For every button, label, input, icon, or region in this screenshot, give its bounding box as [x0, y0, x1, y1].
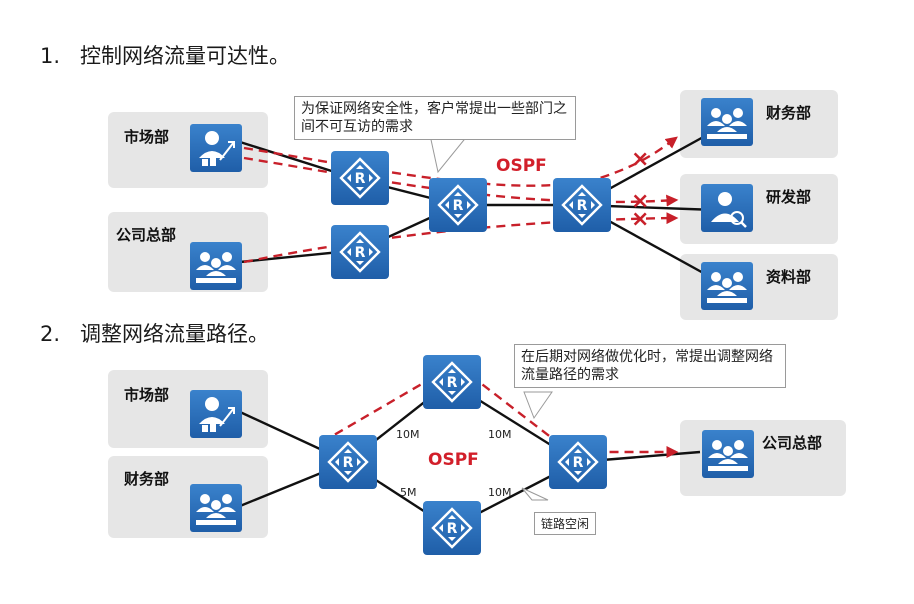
- router-icon: [329, 223, 391, 281]
- dept-label-hq: 公司总部: [116, 226, 177, 244]
- router-icon: [329, 149, 391, 207]
- blocked-mark: ×: [631, 189, 649, 214]
- section-title: 调整网络流量路径。: [80, 322, 269, 346]
- panel-market-1: [108, 112, 268, 188]
- callout-path-optimization: 在后期对网络做优化时，常提出调整网络流量路径的需求: [514, 344, 786, 388]
- router-icon: [317, 433, 379, 491]
- section-number: 2.: [40, 322, 61, 346]
- bandwidth-label: 10M: [488, 428, 512, 441]
- bandwidth-label: 5M: [400, 486, 417, 499]
- idle-link-label: 链路空闲: [534, 512, 597, 535]
- blocked-mark: ×: [631, 147, 649, 172]
- section-number: 1.: [40, 44, 61, 68]
- panel-market-2: [108, 370, 268, 448]
- callout-pointer: [429, 134, 470, 174]
- callout-reachability: 为保证网络安全性，客户常提出一些部门之间不可互访的需求: [294, 96, 576, 140]
- user-group-icon: [190, 484, 242, 532]
- section-heading-2: 2. 调整网络流量路径。: [40, 318, 269, 348]
- router-icon: [421, 499, 483, 557]
- callout-pointer: [523, 391, 553, 420]
- user-group-icon: [702, 430, 754, 478]
- manager-icon: [189, 389, 243, 439]
- bandwidth-label: 10M: [396, 428, 420, 441]
- user-group-icon: [701, 98, 753, 146]
- section-heading-1: 1. 控制网络流量可达性。: [40, 40, 290, 70]
- protocol-label: OSPF: [496, 156, 547, 176]
- section-title: 控制网络流量可达性。: [80, 44, 290, 68]
- router-icon: [547, 433, 609, 491]
- router-icon: [551, 176, 613, 234]
- router-icon: [427, 176, 489, 234]
- user-group-icon: [701, 262, 753, 310]
- engineer-icon: [699, 182, 755, 234]
- bandwidth-label: 10M: [488, 486, 512, 499]
- dept-label-hq: 公司总部: [762, 434, 823, 452]
- blocked-markers: × × ×: [631, 147, 649, 232]
- dept-label-market: 市场部: [124, 386, 170, 404]
- idle-label-pointer: [521, 487, 549, 501]
- dept-label-rnd: 研发部: [766, 188, 812, 206]
- dept-label-finance: 财务部: [766, 104, 812, 122]
- blocked-mark: ×: [631, 207, 649, 232]
- dept-label-archive: 资料部: [766, 268, 812, 286]
- manager-icon: [189, 123, 243, 173]
- router-icon: [421, 353, 483, 411]
- protocol-label: OSPF: [428, 450, 479, 470]
- user-group-icon: [190, 242, 242, 290]
- dept-label-finance: 财务部: [124, 470, 170, 488]
- dept-label-market: 市场部: [124, 128, 170, 146]
